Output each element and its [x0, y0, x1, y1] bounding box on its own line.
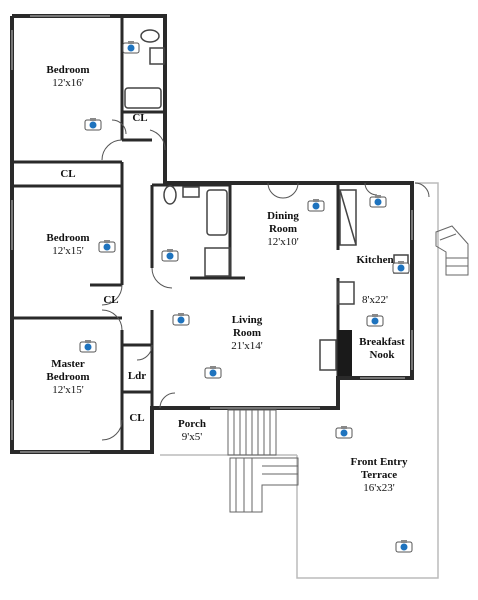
- kitchen-fixtures: [319, 189, 409, 371]
- closet-label: CL: [130, 112, 150, 125]
- room-label-porch: Porch 9'x5': [170, 418, 214, 444]
- closet-text: CL: [129, 412, 145, 424]
- closet-label: CL: [100, 294, 122, 307]
- laundry-label: Ldr: [122, 370, 152, 383]
- camera-icon: [98, 240, 116, 253]
- room-name: Bedroom: [46, 64, 90, 76]
- room-name: Master Bedroom: [46, 358, 90, 383]
- camera-icon: [84, 118, 102, 131]
- closet-label: CL: [126, 412, 148, 425]
- bathroom-fixtures: [124, 29, 231, 277]
- room-label-kitchen-dims: 8'x22': [356, 294, 394, 307]
- closet-label: CL: [56, 168, 80, 181]
- room-label-kitchen: Kitchen: [352, 254, 398, 267]
- room-dims: 12'x16': [52, 77, 84, 89]
- closet-text: CL: [132, 112, 148, 124]
- room-label-living-room: Living Room 21'x14': [222, 314, 272, 353]
- camera-icon: [79, 340, 97, 353]
- room-dims: 12'x10': [267, 236, 299, 248]
- camera-icon: [335, 426, 353, 439]
- room-name: Breakfast Nook: [359, 336, 405, 361]
- room-name: Living Room: [231, 314, 263, 339]
- camera-icon: [172, 313, 190, 326]
- room-name: Kitchen: [356, 254, 394, 266]
- room-label-breakfast-nook: Breakfast Nook: [354, 336, 410, 362]
- room-name: Dining Room: [267, 210, 299, 235]
- laundry-text: Ldr: [127, 370, 147, 382]
- kitchen-counter-dark: [338, 330, 352, 376]
- camera-icon: [122, 41, 140, 54]
- camera-icon: [395, 540, 413, 553]
- closet-text: CL: [103, 294, 119, 306]
- interior-walls: [12, 16, 340, 452]
- windows: [11, 15, 413, 453]
- camera-icon: [307, 199, 325, 212]
- camera-icon: [161, 249, 179, 262]
- room-label-master-bedroom: Master Bedroom 12'x15': [36, 358, 100, 397]
- camera-icon: [366, 314, 384, 327]
- room-label-bedroom-2: Bedroom 12'x15': [36, 232, 100, 258]
- room-name: Porch: [178, 418, 206, 430]
- room-dims: 8'x22': [362, 294, 388, 306]
- room-label-bedroom-1: Bedroom 12'x16': [36, 64, 100, 90]
- room-dims: 12'x15': [52, 384, 84, 396]
- stairs: [227, 225, 469, 513]
- room-name: Front Entry Terrace: [350, 456, 408, 481]
- closet-text: CL: [60, 168, 76, 180]
- room-dims: 9'x5': [181, 431, 203, 443]
- door-swings: [101, 119, 430, 441]
- room-label-front-entry-terrace: Front Entry Terrace 16'x23': [348, 456, 410, 495]
- room-dims: 21'x14': [231, 340, 263, 352]
- room-label-dining-room: Dining Room 12'x10': [258, 210, 308, 249]
- room-dims: 16'x23': [363, 482, 395, 494]
- camera-icons: [79, 41, 413, 553]
- room-dims: 12'x15': [52, 245, 84, 257]
- camera-icon: [392, 261, 410, 274]
- camera-icon: [369, 195, 387, 208]
- camera-icon: [204, 366, 222, 379]
- room-name: Bedroom: [46, 232, 90, 244]
